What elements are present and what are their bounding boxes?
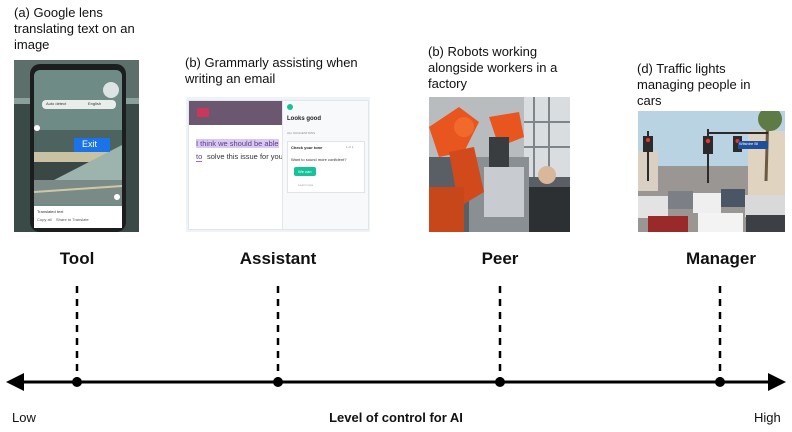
axis-low-label: Low bbox=[12, 410, 36, 425]
email-text-rest-a: to bbox=[196, 152, 203, 162]
caption-peer: (b) Robots working alongside workers in … bbox=[428, 44, 558, 91]
axis-point-tool bbox=[72, 377, 82, 387]
traffic-lights-image: Wilshire Bl bbox=[638, 111, 785, 232]
mail-icon bbox=[197, 108, 209, 117]
suggestion-learn-more[interactable]: Learn more bbox=[298, 183, 314, 187]
axis-title: Level of control for AI bbox=[329, 410, 463, 425]
lens-chip-right: English bbox=[88, 101, 102, 106]
google-lens-scene bbox=[14, 60, 139, 232]
factory-scene bbox=[429, 97, 570, 232]
grammarly-logo-icon bbox=[287, 104, 293, 110]
caption-assistant: (b) Grammarly assisting when writing an … bbox=[185, 55, 358, 86]
suggestion-card-question: Want to sound more confident? bbox=[291, 157, 347, 162]
grammarly-panel-meta: ALL SUGGESTIONS bbox=[287, 131, 316, 135]
suggestion-accept-button[interactable]: We can bbox=[294, 167, 316, 176]
grammarly-panel: Looks good ALL SUGGESTIONS Check your to… bbox=[282, 100, 369, 230]
axis-point-assistant bbox=[273, 377, 283, 387]
email-pane: I think we should be able to solve this … bbox=[188, 100, 285, 230]
lens-footer-title: Translated text bbox=[37, 209, 64, 214]
lens-footer-share: Share to Translate bbox=[56, 217, 89, 222]
suggestion-card: Check your tone 1 of 1 Want to sound mor… bbox=[287, 141, 365, 193]
lens-footer-copy: Copy all bbox=[37, 217, 52, 222]
role-tool: Tool bbox=[59, 249, 95, 268]
grammarly-image: I think we should be able to solve this … bbox=[186, 97, 370, 232]
axis-point-peer bbox=[495, 377, 505, 387]
axis-point-manager bbox=[715, 377, 725, 387]
axis-high-label: High bbox=[754, 410, 781, 425]
axis-arrow-right bbox=[768, 373, 786, 391]
lens-chip-left: Auto detect bbox=[46, 101, 67, 106]
caption-tool: (a) Google lens translating text on an i… bbox=[14, 5, 135, 52]
role-assistant: Assistant bbox=[239, 249, 317, 268]
role-manager: Manager bbox=[686, 249, 756, 268]
role-peer: Peer bbox=[481, 249, 519, 268]
suggestion-card-count: 1 of 1 bbox=[346, 145, 354, 149]
google-lens-image: Auto detect English Exit Translated text… bbox=[14, 60, 139, 232]
factory-robots-image bbox=[429, 97, 570, 232]
grammarly-panel-title: Looks good bbox=[287, 116, 321, 122]
email-text-rest-b: solve this issue for you. bbox=[207, 152, 285, 161]
street-sign: Wilshire Bl bbox=[739, 141, 758, 146]
axis-arrow-left bbox=[6, 373, 24, 391]
traffic-scene bbox=[638, 111, 785, 232]
suggestion-card-title: Check your tone bbox=[291, 145, 323, 150]
caption-manager: (d) Traffic lights managing people in ca… bbox=[637, 61, 751, 108]
lens-exit-label: Exit bbox=[82, 139, 98, 149]
email-text-highlight: I think we should be able bbox=[196, 139, 279, 148]
